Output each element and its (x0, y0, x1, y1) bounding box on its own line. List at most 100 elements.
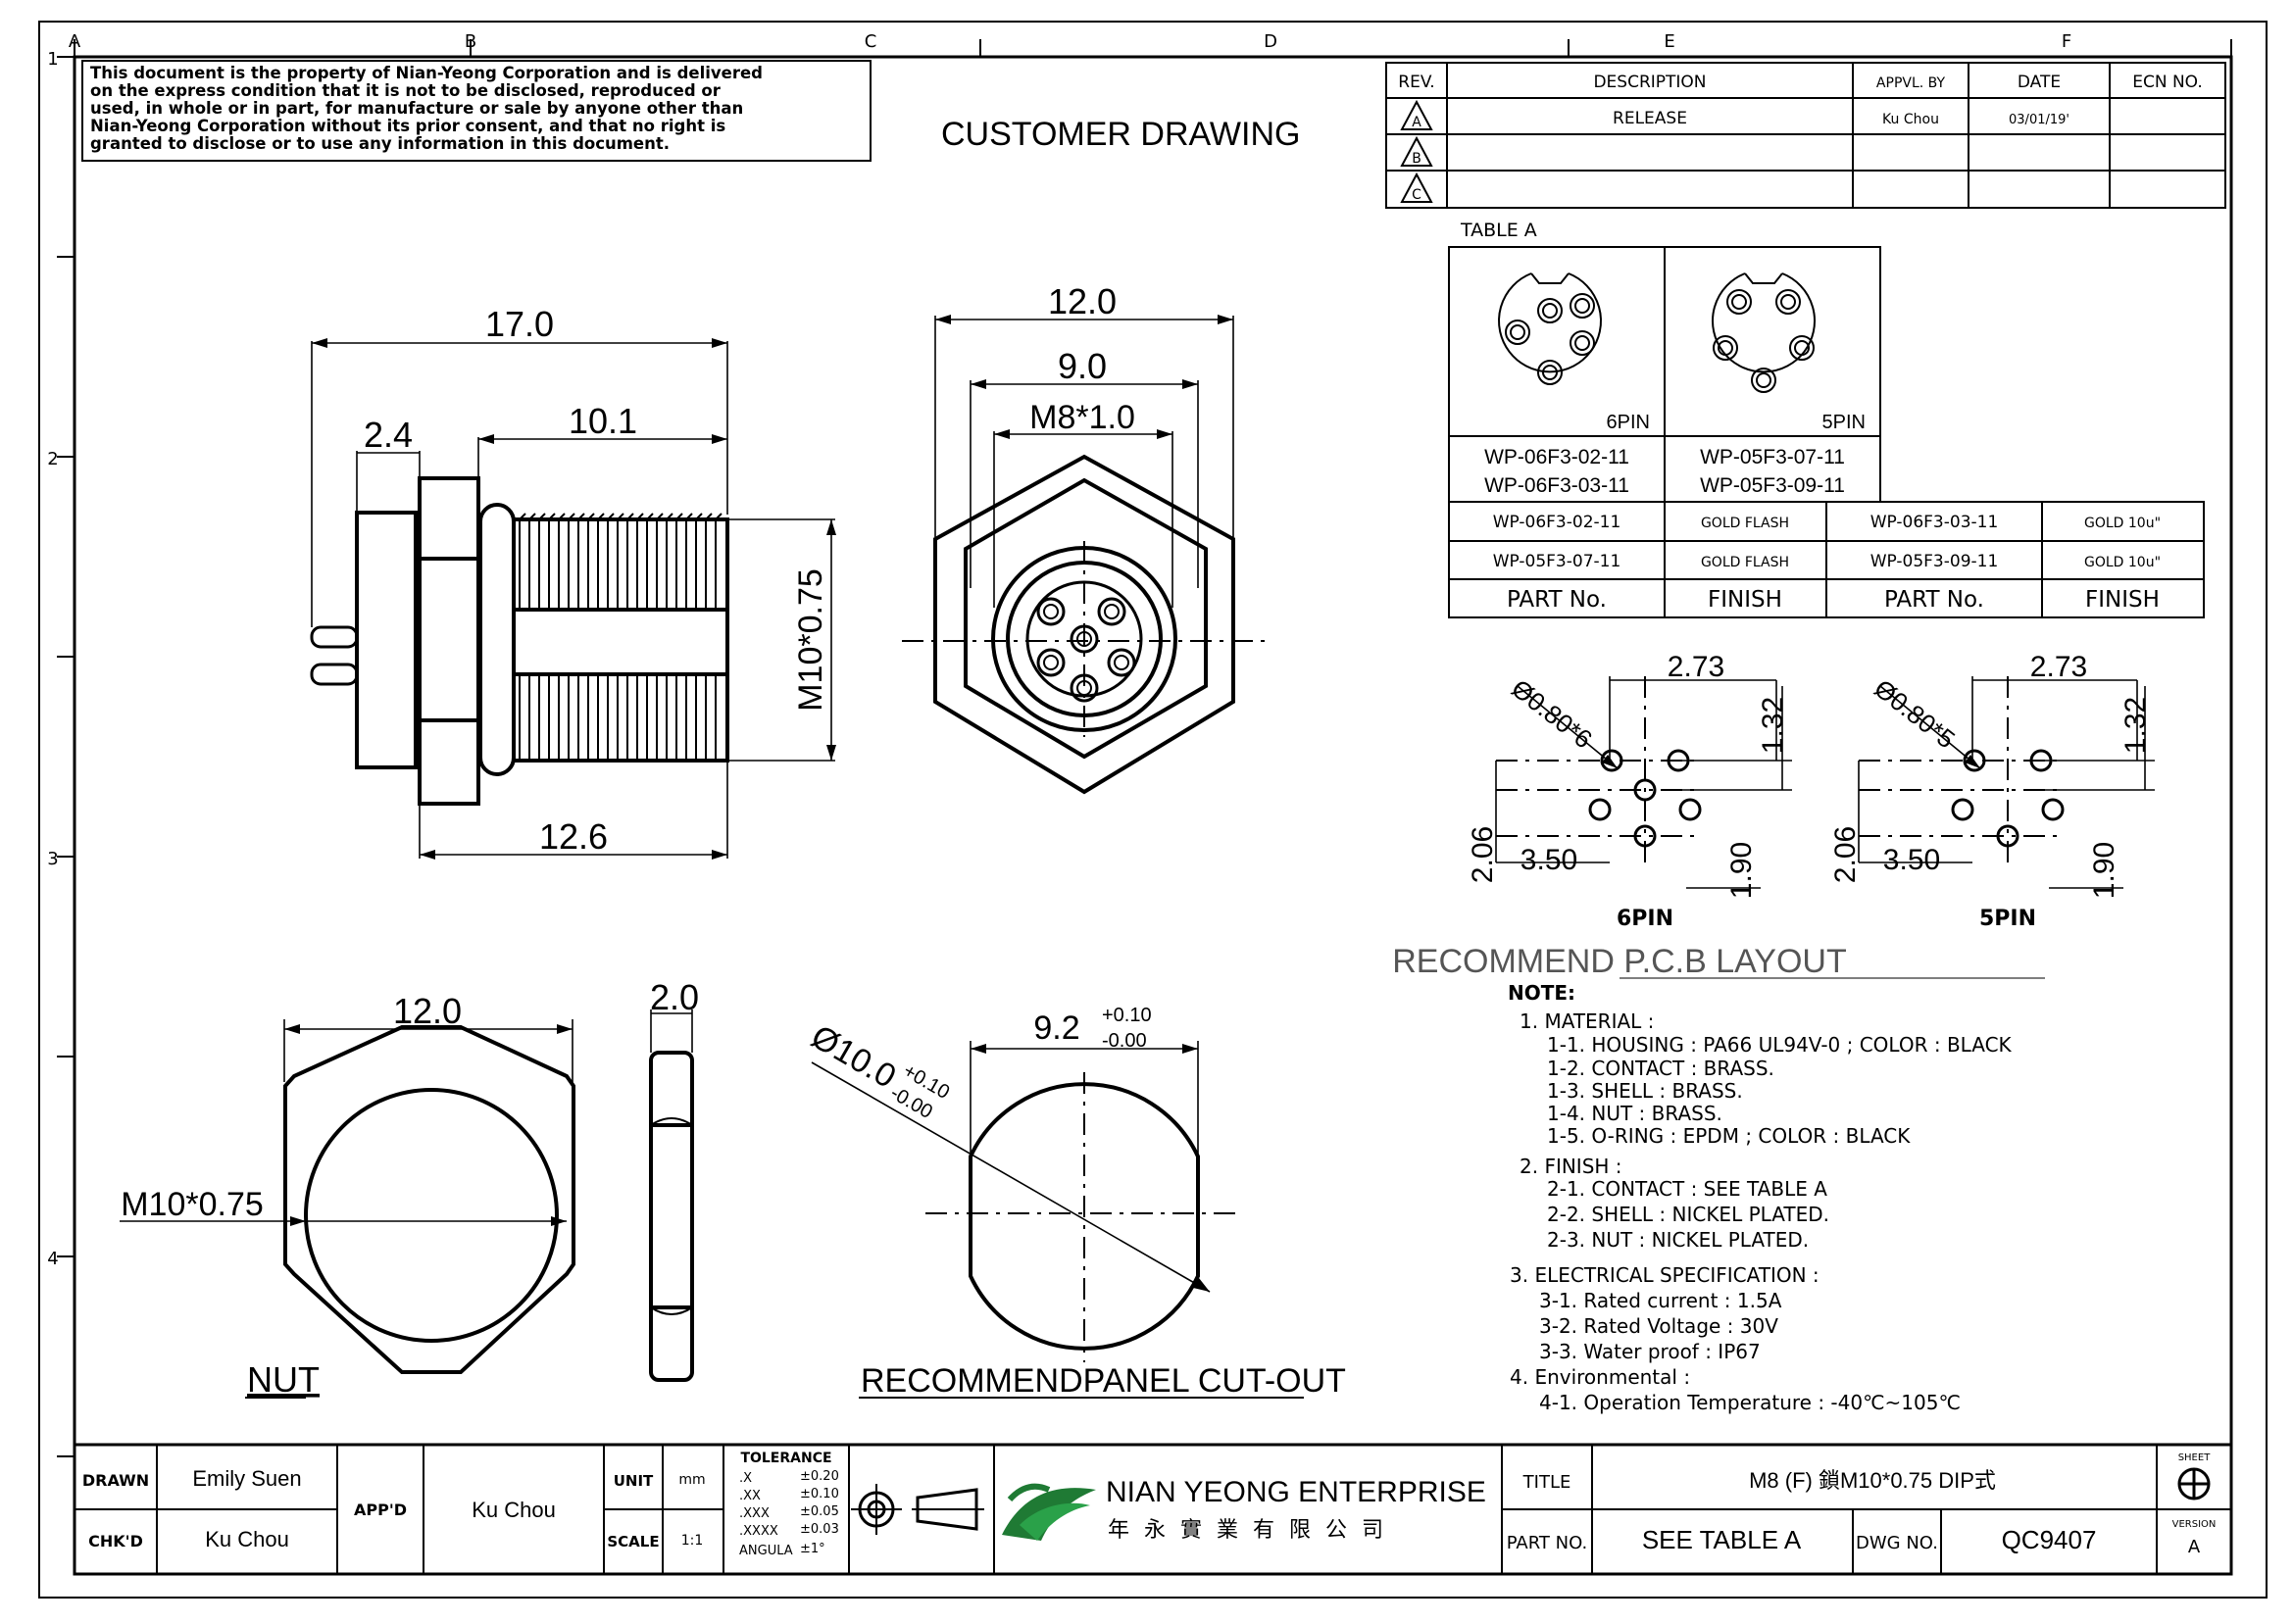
note-line: 2-2. SHELL : NICKEL PLATED. (1547, 1203, 1829, 1226)
tol-key: .XX (739, 1489, 761, 1503)
pcb5-d3: 2.06 (1829, 826, 1862, 883)
note-line: 3. ELECTRICAL SPECIFICATION : (1510, 1263, 1819, 1287)
footer-cell: FINISH (1708, 587, 1782, 613)
tol-val: ±1° (800, 1542, 825, 1556)
finish-cell: WP-06F3-03-11 (1870, 513, 1999, 532)
dim-front-inner: 9.0 (1058, 346, 1107, 386)
pcb6-d1: 2.73 (1668, 651, 1724, 683)
cutout-label: RECOMMENDPANEL CUT-OUT (861, 1362, 1346, 1400)
dim-body-length: 12.6 (539, 816, 608, 857)
note-line: 1-3. SHELL : BRASS. (1547, 1079, 1743, 1103)
grid-row-2: 2 (47, 449, 58, 469)
chkd-label: CHK'D (88, 1532, 143, 1550)
grid-col-f: F (2062, 31, 2071, 52)
dim-overall-length: 17.0 (485, 304, 554, 344)
footer-cell: PART No. (1884, 587, 1984, 613)
scale-label: SCALE (607, 1533, 659, 1550)
cutout-dimensions (970, 1041, 1199, 1155)
panel-cutout-view (811, 1061, 1243, 1362)
dim-nut-thickness: 2.0 (650, 977, 699, 1017)
pcb-layout-6pin (1495, 676, 1792, 889)
rev-code: C (1412, 187, 1421, 203)
customer-drawing-title: CUSTOMER DRAWING (941, 116, 1300, 153)
disclaimer-line: Nian-Yeong Corporation without its prior… (90, 117, 725, 135)
sheet-label: SHEET (2178, 1452, 2212, 1463)
notes: NOTE: 1. MATERIAL : 1-1. HOUSING : PA66 … (1508, 981, 2013, 1414)
grid-row-4: 4 (47, 1249, 58, 1269)
dim-cutout-flat-tol-plus: +0.10 (1102, 1005, 1152, 1026)
dim-flange: 2.4 (364, 415, 413, 455)
drawn-value: Emily Suen (192, 1466, 301, 1491)
note-line: 1-5. O-RING : EPDM ; COLOR : BLACK (1547, 1124, 1911, 1148)
grid-row-3: 3 (47, 849, 58, 869)
pcb6-d4: 3.50 (1520, 844, 1577, 876)
grid-row-1: 1 (47, 49, 58, 70)
nut-side-view (649, 1051, 694, 1382)
scale-value: 1:1 (681, 1533, 704, 1549)
appd-value: Ku Chou (472, 1498, 556, 1522)
pcb6-label: 6PIN (1617, 907, 1673, 931)
pcb6-hole: Ø0.80*6 (1506, 673, 1598, 754)
five-pin-face (1712, 272, 1816, 393)
rev-approver: Ku Chou (1882, 112, 1939, 127)
six-pin-face (1498, 272, 1602, 385)
pcb5-d5: 1.90 (2088, 842, 2120, 899)
unit-value: mm (678, 1472, 705, 1488)
dim-front-hex: 12.0 (1048, 281, 1117, 321)
part-number: WP-05F3-07-11 (1700, 446, 1845, 468)
side-view-dimensions (311, 338, 836, 860)
partno-label: PART NO. (1507, 1533, 1588, 1553)
company-logo-icon (1002, 1483, 1096, 1541)
disclaimer-line: granted to disclose or to use any inform… (90, 134, 670, 153)
appd-label: APP'D (354, 1501, 407, 1519)
version-label: VERSION (2172, 1519, 2217, 1530)
revision-table: REV. DESCRIPTION APPVL. BY DATE ECN NO. … (1385, 62, 2226, 209)
notes-title: NOTE: (1508, 981, 1575, 1005)
finish-cell: GOLD 10u" (2084, 516, 2161, 531)
grid-col-d: D (1264, 31, 1277, 52)
nut-view (283, 1025, 575, 1374)
partno-value: SEE TABLE A (1642, 1525, 1802, 1554)
rev-description: RELEASE (1613, 109, 1687, 128)
footer-cell: FINISH (2085, 587, 2160, 613)
dim-thread-length: 10.1 (569, 401, 637, 441)
finish-cell: GOLD FLASH (1701, 555, 1789, 570)
note-line: 1-2. CONTACT : BRASS. (1547, 1057, 1774, 1080)
finish-cell: GOLD 10u" (2084, 555, 2161, 570)
table-a-title: TABLE A (1460, 220, 1537, 241)
description-header: DESCRIPTION (1593, 73, 1706, 92)
note-line: 3-1. Rated current : 1.5A (1539, 1289, 1782, 1312)
cutout-diameter-label: Ø10.0 +0.10 -0.00 (805, 1018, 953, 1123)
appvl-header: APPVL. BY (1876, 75, 1946, 91)
note-line: 2-3. NUT : NICKEL PLATED. (1547, 1228, 1809, 1252)
dim-cutout-flat-tol-minus: -0.00 (1102, 1030, 1147, 1052)
part-number: WP-05F3-09-11 (1700, 474, 1845, 497)
pcb5-label: 5PIN (1979, 907, 2036, 931)
projection-symbol-icon (851, 1484, 984, 1535)
tol-key: .X (739, 1471, 752, 1486)
six-pin-label: 6PIN (1607, 412, 1650, 433)
finish-cell: WP-06F3-02-11 (1493, 513, 1621, 532)
pcb5-hole: Ø0.80*5 (1869, 673, 1961, 754)
nut-dimensions (120, 1009, 693, 1226)
disclaimer-text: This document is the property of Nian-Ye… (90, 64, 763, 153)
drawn-label: DRAWN (82, 1471, 149, 1490)
grid-col-a: A (69, 31, 81, 52)
finish-cell: GOLD FLASH (1701, 516, 1789, 531)
note-line: 2-1. CONTACT : SEE TABLE A (1547, 1177, 1827, 1201)
front-view (902, 454, 1265, 795)
tol-key: .XXXX (739, 1524, 778, 1539)
note-line: 4-1. Operation Temperature : -40℃~105℃ (1539, 1391, 1961, 1414)
part-number: WP-06F3-03-11 (1484, 474, 1629, 497)
tolerance-title: TOLERANCE (740, 1451, 831, 1466)
pcb-layout-5pin (1858, 676, 2155, 889)
note-line: 3-2. Rated Voltage : 30V (1539, 1314, 1778, 1338)
title-label: TITLE (1522, 1472, 1571, 1493)
pcb5-d2: 1.32 (2119, 697, 2152, 754)
dwgno-label: DWG NO. (1856, 1533, 1938, 1553)
grid-ticks (57, 39, 2232, 1457)
pcb5-d4: 3.50 (1883, 844, 1940, 876)
unit-label: UNIT (614, 1472, 654, 1490)
